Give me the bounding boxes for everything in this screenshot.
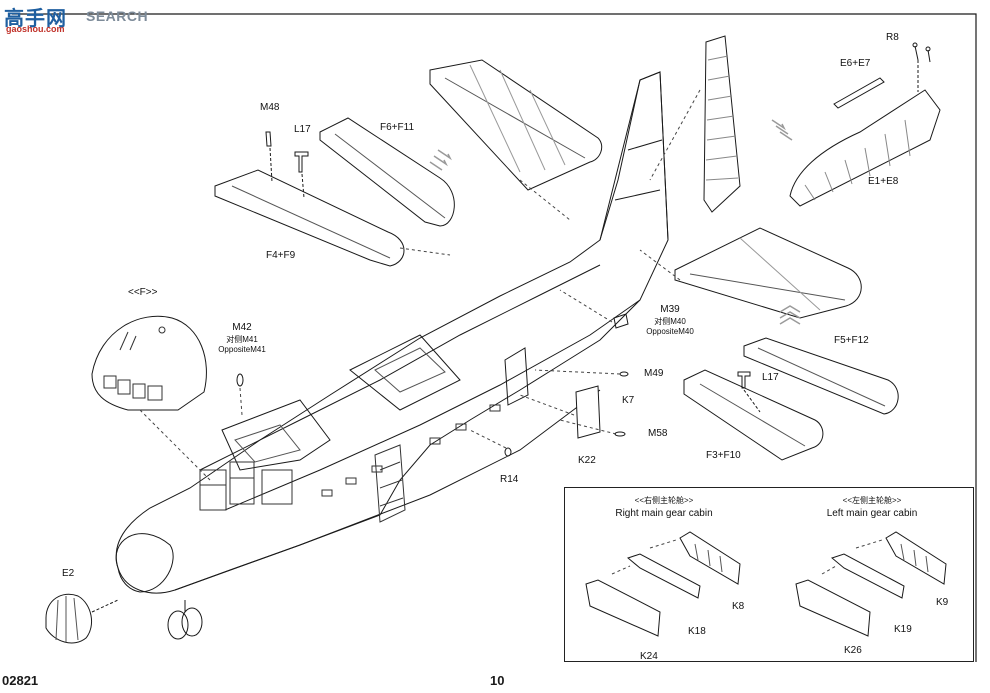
side-windows (322, 405, 500, 496)
label-e2: E2 (62, 568, 75, 579)
label-f4f9: F4+F9 (266, 250, 296, 261)
main-door (505, 348, 528, 405)
part-r14 (505, 448, 511, 456)
label-f-group: <<F>> (128, 287, 158, 298)
label-m40-cn: 对侧M40 (654, 317, 686, 326)
inset-left-title-cn: <<左侧主轮舱>> (842, 496, 902, 505)
right-stabilizer (675, 228, 861, 318)
fuselage-mid-line (225, 300, 640, 510)
label-f3f10: F3+F10 (706, 450, 741, 461)
inset-right-parts (586, 532, 740, 636)
label-k19: K19 (894, 624, 912, 635)
part-k7 (576, 386, 600, 438)
label-k22: K22 (578, 455, 596, 466)
wing-root-top (350, 335, 460, 410)
label-k24: K24 (640, 651, 658, 662)
label-m40-en: OppositeM40 (646, 327, 694, 336)
label-m39: M39 (660, 304, 680, 315)
gear-bay (375, 445, 405, 522)
arrow-left-tail (430, 150, 450, 170)
label-r14: R14 (500, 474, 519, 485)
label-l17-right: L17 (762, 372, 779, 383)
label-k26: K26 (844, 645, 862, 656)
label-e1e8: E1+E8 (868, 176, 899, 187)
arrow-right-wing (780, 306, 800, 324)
page-frame (12, 14, 976, 662)
gear-cabin-inset (564, 487, 974, 662)
tail-fin-leading (600, 72, 668, 240)
watermark-url: gaoshou.com (6, 24, 65, 34)
label-m42: M42 (232, 322, 252, 333)
label-m41-en: OppositeM41 (218, 345, 266, 354)
label-f6f11: F6+F11 (380, 122, 414, 133)
watermark-logo: 高手网 SEARCH gaoshou.com (4, 2, 164, 36)
inset-right-title-en: Right main gear cabin (615, 508, 713, 519)
label-e6e7: E6+E7 (840, 58, 871, 69)
arrow-right-tail (772, 120, 792, 140)
cockpit-interior (200, 462, 292, 510)
part-l17-right (738, 372, 750, 388)
canopy (222, 400, 330, 470)
nose-dome (116, 534, 173, 592)
watermark-en: SEARCH (86, 8, 149, 24)
label-l17-top: L17 (294, 124, 311, 135)
keel-line (175, 390, 600, 590)
page-number: 10 (490, 673, 505, 688)
watermark-cn: 高手网 (4, 8, 67, 30)
label-r8: R8 (886, 32, 899, 43)
fuselage-upper-line (200, 265, 600, 470)
product-code: 02821 (2, 673, 39, 688)
left-stabilizer (215, 170, 404, 266)
part-m58 (615, 432, 625, 436)
label-m48: M48 (260, 102, 280, 113)
wing-root-hatch (375, 348, 445, 392)
label-m49: M49 (644, 368, 664, 379)
part-e2 (46, 594, 92, 643)
label-k9: K9 (936, 597, 949, 608)
nose-cap-f (92, 316, 206, 410)
label-k18: K18 (688, 626, 706, 637)
part-l17 (295, 152, 308, 172)
part-m42 (237, 374, 243, 386)
part-m49 (620, 372, 628, 376)
right-elevator-f5 (744, 338, 898, 414)
rudder-outer (704, 36, 740, 212)
part-m48 (266, 132, 271, 146)
label-k7: K7 (622, 395, 635, 406)
inset-left-parts (796, 532, 946, 636)
label-f5f12: F5+F12 (834, 335, 869, 346)
part-m39 (614, 314, 628, 328)
part-r8 (913, 43, 930, 92)
label-m41-cn: 对侧M41 (226, 335, 258, 344)
label-m58: M58 (648, 428, 668, 439)
upper-wing-panel (430, 60, 602, 190)
inset-right-title-cn: <<右侧主轮舱>> (634, 496, 694, 505)
nose-gear (168, 600, 202, 639)
cockpit-window (235, 425, 300, 462)
label-k8: K8 (732, 601, 745, 612)
inset-left-title-en: Left main gear cabin (826, 508, 918, 519)
part-e6e7 (834, 78, 884, 108)
